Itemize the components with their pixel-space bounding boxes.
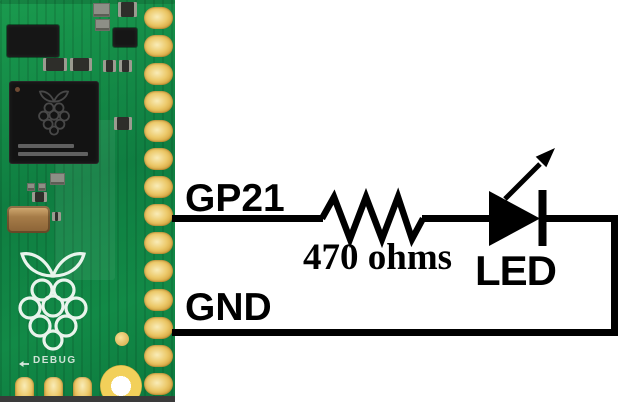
- transistor: [113, 28, 137, 47]
- board-bottom-edge: [0, 396, 175, 402]
- castellated-pin: [144, 372, 173, 395]
- rp2040-chip: [10, 82, 98, 163]
- castellated-pin: [144, 316, 173, 339]
- castellated-pin: [144, 7, 173, 29]
- gp21-label: GP21: [185, 177, 285, 220]
- castellated-pin: [144, 232, 173, 255]
- smd-resistor: [103, 60, 116, 72]
- smd-resistor: [43, 58, 67, 71]
- pin1-marker: [15, 87, 20, 92]
- smd-component: [32, 192, 47, 202]
- capacitor: [93, 3, 110, 17]
- mounting-hole: [100, 365, 142, 402]
- castellated-pin: [144, 35, 173, 58]
- castellated-pin: [144, 175, 173, 198]
- led-label: LED: [475, 247, 557, 294]
- test-pad: [115, 332, 129, 346]
- smd-component: [118, 2, 137, 17]
- castellated-pin: [144, 260, 173, 283]
- castellated-pin: [144, 63, 173, 86]
- led-arrow-shaft: [503, 162, 542, 201]
- rp2040-raspberry-etch-icon: [38, 90, 70, 136]
- smd-resistor: [119, 60, 132, 72]
- smd-component: [38, 183, 46, 191]
- debug-pad: [44, 377, 63, 402]
- smd-component: [114, 117, 132, 130]
- castellated-pin: [144, 147, 173, 170]
- resistor-value-label: 470 ohms: [303, 237, 453, 278]
- chip-marking: [18, 144, 74, 148]
- return-wire-to-gnd: [172, 215, 618, 336]
- crystal-oscillator: [7, 206, 50, 233]
- pin-strip: [0, 0, 175, 402]
- castellated-pin: [144, 119, 173, 142]
- smd-component: [50, 173, 65, 185]
- led-arrow-head-icon: [535, 148, 555, 168]
- castellated-pin: [144, 288, 173, 311]
- resistor-symbol: [319, 187, 426, 249]
- ic-chip: [7, 25, 59, 57]
- raspberry-logo-icon: [18, 252, 88, 351]
- debug-pad: [73, 377, 92, 402]
- chip-marking: [18, 152, 88, 156]
- castellated-pin: [144, 91, 173, 114]
- debug-silkscreen-label: DEBUG: [33, 355, 77, 366]
- gnd-label: GND: [185, 286, 272, 329]
- board-top-edge: [0, 0, 175, 4]
- castellated-pin: [144, 344, 173, 367]
- castellated-pin: [144, 204, 173, 227]
- debug-pad: [15, 377, 34, 402]
- debug-arrow-icon: [19, 361, 29, 367]
- smd-resistor: [70, 58, 92, 71]
- led-symbol-triangle: [489, 191, 540, 246]
- smd-component: [52, 212, 61, 221]
- pico-board-photo: DEBUG: [0, 0, 175, 402]
- capacitor: [95, 19, 110, 31]
- smd-component: [27, 183, 35, 191]
